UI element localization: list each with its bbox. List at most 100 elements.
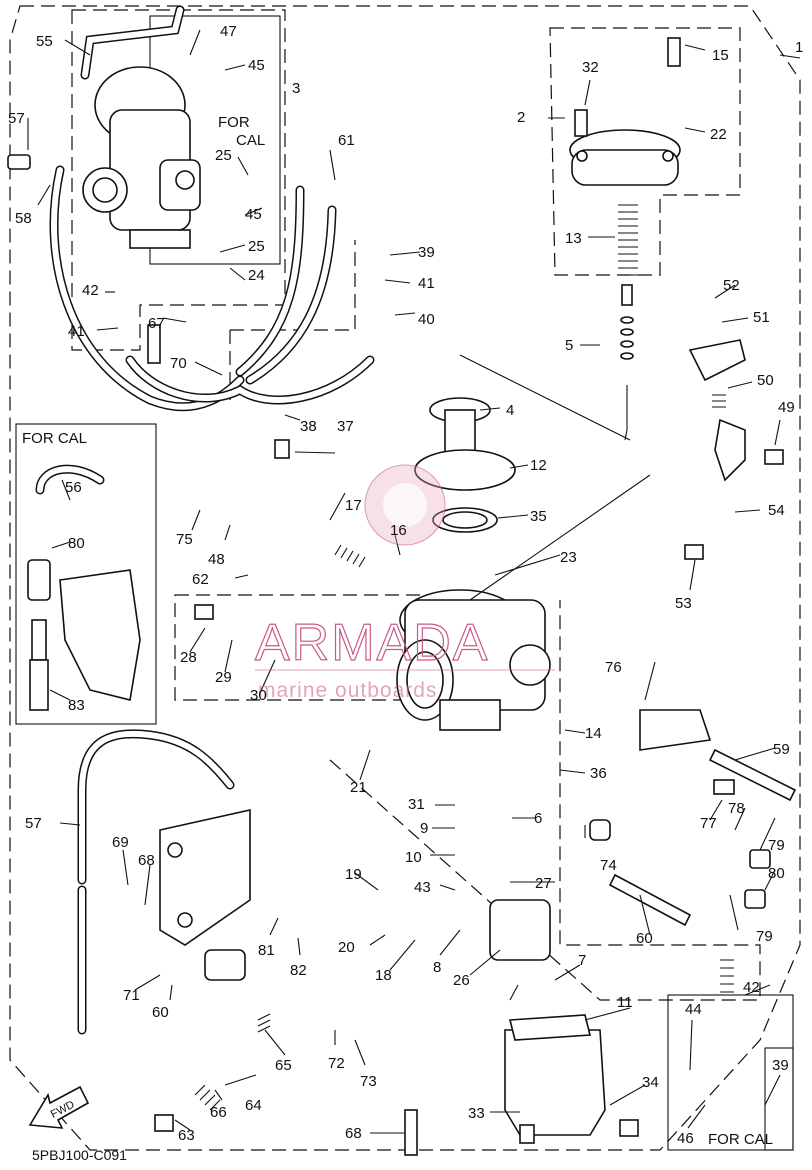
callout-82: 82 [290, 962, 307, 979]
carburetor-body-main [396, 589, 551, 731]
callout-37: 37 [337, 418, 354, 435]
diagram-code: 5PBJ100-C091 [32, 1147, 127, 1163]
callout-18: 18 [375, 967, 392, 984]
watermark-brand: ARMADA [255, 614, 489, 672]
callout-47: 47 [220, 23, 237, 40]
callout-79: 79 [768, 837, 785, 854]
callout-80: 80 [68, 535, 85, 552]
watermark: ARMADA marine outboards [254, 464, 555, 702]
callout-67: 67 [148, 315, 165, 332]
callout-45: 45 [245, 206, 262, 223]
for-cal-bracket [27, 559, 141, 711]
callout-numbers: 1234567891011121314151617181920212223242… [0, 0, 803, 1147]
callout-33: 33 [468, 1105, 485, 1122]
callout-9: 9 [420, 820, 428, 837]
callout-51: 51 [753, 309, 770, 326]
for-cal-label-2: CAL [236, 132, 265, 149]
group-2-boundary [549, 27, 741, 276]
spring-13 [618, 204, 638, 276]
for-cal-label-1: FOR [218, 114, 250, 131]
callout-69: 69 [112, 834, 129, 851]
for-cal-bottom-label: FOR CAL [708, 1131, 773, 1148]
callout-73: 73 [360, 1073, 377, 1090]
throttle-lever-bracket [589, 339, 746, 841]
long-bolt-60-lower [608, 873, 692, 927]
callout-45: 45 [248, 57, 265, 74]
long-bolt-60-upper [708, 748, 797, 802]
callout-19: 19 [345, 866, 362, 883]
jet-needle [620, 284, 634, 441]
float-bowl [489, 899, 606, 1136]
for-cal-box-title: FOR CAL [22, 430, 87, 447]
spring-17 [334, 544, 366, 568]
callout-26: 26 [453, 972, 470, 989]
callout-52: 52 [723, 277, 740, 294]
callout-21: 21 [350, 779, 367, 796]
leader-lines [27, 29, 801, 1134]
callout-24: 24 [248, 267, 265, 284]
callout-4: 4 [506, 402, 514, 419]
screws [7, 37, 784, 1144]
callout-68: 68 [345, 1125, 362, 1142]
callout-27: 27 [535, 875, 552, 892]
callout-16: 16 [390, 522, 407, 539]
callout-50: 50 [757, 372, 774, 389]
callout-34: 34 [642, 1074, 659, 1091]
callout-5: 5 [565, 337, 573, 354]
callout-31: 31 [408, 796, 425, 813]
callout-30: 30 [250, 687, 267, 704]
callout-65: 65 [275, 1057, 292, 1074]
fwd-arrow: FWD [28, 1085, 90, 1129]
callout-60: 60 [636, 930, 653, 947]
callout-43: 43 [414, 879, 431, 896]
callout-44: 44 [685, 1001, 702, 1018]
callout-35: 35 [530, 508, 547, 525]
callout-2: 2 [517, 109, 525, 126]
throttle-body-region [174, 594, 446, 701]
callout-3: 3 [292, 80, 300, 97]
callout-84: 84 [0, 0, 17, 4]
tube-68-upper [147, 324, 161, 364]
callout-1: 1 [795, 39, 803, 56]
lower-bracket [159, 809, 251, 981]
callout-55: 55 [36, 33, 53, 50]
callout-17: 17 [345, 497, 362, 514]
callout-6: 6 [534, 810, 542, 827]
callout-36: 36 [590, 765, 607, 782]
callout-80: 80 [768, 865, 785, 882]
outer-boundary-dashed [9, 5, 801, 1151]
callout-22: 22 [710, 126, 727, 143]
callout-29: 29 [215, 669, 232, 686]
for-cal-box-bottom-inner [764, 1047, 794, 1151]
callout-13: 13 [565, 230, 582, 247]
callout-57: 57 [8, 110, 25, 127]
callout-40: 40 [418, 311, 435, 328]
vacuum-piston [414, 397, 516, 533]
callout-63: 63 [178, 1127, 195, 1144]
callout-76: 76 [605, 659, 622, 676]
callout-25: 25 [215, 147, 232, 164]
callout-81: 81 [258, 942, 275, 959]
callout-64: 64 [245, 1097, 262, 1114]
spring-66 [257, 1013, 271, 1033]
carburetor-assembly-top [82, 66, 201, 249]
callout-78: 78 [728, 800, 745, 817]
callout-39: 39 [772, 1057, 789, 1074]
for-cal-box-left [15, 423, 157, 725]
watermark-tagline: marine outboards [258, 679, 437, 702]
group-3-boundary [71, 9, 286, 351]
callout-12: 12 [530, 457, 547, 474]
callout-11: 11 [617, 994, 633, 1011]
callout-42: 42 [82, 282, 99, 299]
callout-75: 75 [176, 531, 193, 548]
callout-62: 62 [192, 571, 209, 588]
callout-70: 70 [170, 355, 187, 372]
callout-71: 71 [123, 987, 140, 1004]
callout-10: 10 [405, 849, 422, 866]
callout-39: 39 [418, 244, 435, 261]
callout-60: 60 [152, 1004, 169, 1021]
callout-59: 59 [773, 741, 790, 758]
callout-77: 77 [700, 815, 717, 832]
callout-54: 54 [768, 502, 785, 519]
